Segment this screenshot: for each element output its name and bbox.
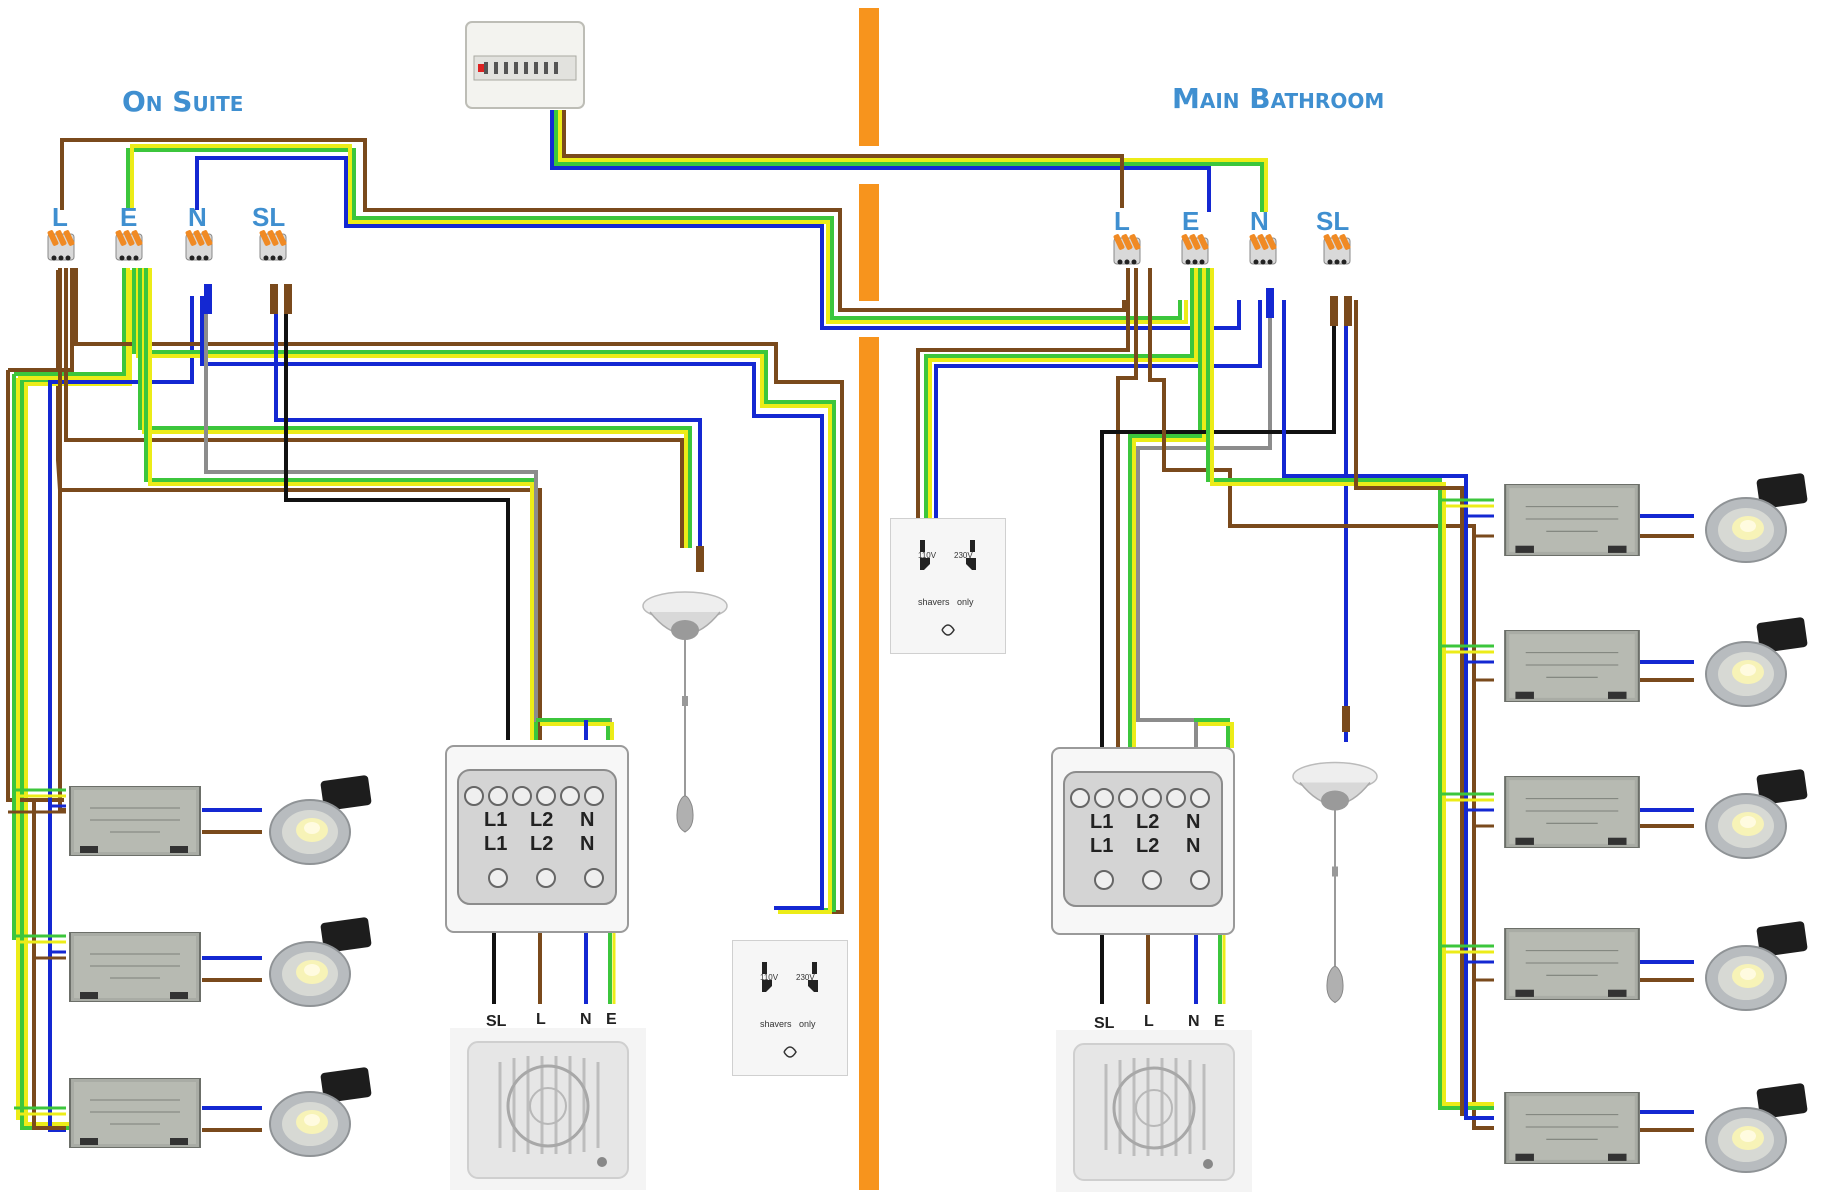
downlight-icon [269, 915, 373, 1007]
shaver-voltage-230: 230V [954, 551, 973, 560]
terminal-label-l: L [1114, 206, 1130, 236]
pull-cord-switch-icon [1291, 761, 1379, 1004]
right-fan-terminal-labels: SL L N E [1094, 1013, 1225, 1032]
led-driver-icon [68, 786, 202, 856]
extractor-fan-icon [450, 1028, 646, 1190]
shaver-label: shavers only [918, 597, 974, 607]
downlight-icon [1705, 615, 1809, 707]
fan-label-n: N [1188, 1013, 1200, 1030]
led-driver-icon [68, 932, 202, 1002]
switch-label-l2-top: L2 [1136, 811, 1159, 833]
led-driver-icon [68, 1078, 202, 1148]
downlight-icon [269, 1065, 373, 1157]
right-downlights [1504, 471, 1809, 1173]
fan-label-l: L [536, 1011, 546, 1028]
left-terminal-block: L E N SL [46, 202, 288, 261]
switch-label-n-top: N [1186, 811, 1200, 833]
switch-label-l2-top: L2 [530, 809, 553, 831]
cable-sleeves [204, 284, 1352, 732]
downlight-icon [1705, 471, 1809, 563]
left-fan-terminal-labels: SL L N E [486, 1011, 617, 1030]
terminal-label-l: L [52, 202, 68, 232]
wago-connector-icon [1112, 232, 1142, 265]
right-shaver-socket: 110V 230V shavers only [890, 518, 1006, 654]
pull-cord-switch-icon [642, 591, 728, 833]
shaver-socket-icon [732, 940, 848, 1076]
switch-label-n-mid: N [580, 833, 594, 855]
fan-label-e: E [606, 1011, 617, 1028]
led-driver-icon [1504, 776, 1640, 848]
right-terminal-block: L E N SL [1112, 206, 1352, 265]
wago-connector-icon [1322, 232, 1352, 265]
terminal-label-sl: SL [1316, 206, 1349, 236]
switch-label-l1-top: L1 [1090, 811, 1113, 833]
terminal-label-sl: SL [252, 202, 285, 232]
left-fan-isolator: L1 L2 N L1 L2 N [445, 745, 629, 933]
right-fan-isolator: L1 L2 N L1 L2 N [1051, 747, 1235, 935]
downlight-icon [269, 773, 373, 865]
left-shaver-socket: 110V 230V shavers only [732, 940, 848, 1076]
terminal-label-e: E [1182, 206, 1199, 236]
wago-connector-icon [1248, 232, 1278, 265]
left-section-title: On Suite [122, 85, 243, 118]
led-driver-icon [1504, 484, 1640, 556]
switch-label-l1-mid: L1 [1090, 835, 1113, 857]
led-driver-icon [1504, 928, 1640, 1000]
shaver-voltage-110: 110V [918, 551, 937, 560]
section-divider [859, 8, 879, 1190]
fan-label-e: E [1214, 1013, 1225, 1030]
shaver-label: shavers only [760, 1019, 816, 1029]
switch-label-l2-mid: L2 [1136, 835, 1159, 857]
switch-label-l1-mid: L1 [484, 833, 507, 855]
wago-connector-icon [184, 228, 214, 261]
wago-connector-icon [1180, 232, 1210, 265]
wago-connector-icon [114, 228, 144, 261]
switch-label-l1-top: L1 [484, 809, 507, 831]
shaver-voltage-110: 110V [760, 973, 779, 982]
terminal-label-e: E [120, 202, 137, 232]
shaver-voltage-230: 230V [796, 973, 815, 982]
led-driver-icon [1504, 630, 1640, 702]
fan-label-n: N [580, 1011, 592, 1028]
terminal-label-n: N [188, 202, 207, 232]
switch-label-l2-mid: L2 [530, 833, 553, 855]
fan-label-l: L [1144, 1013, 1154, 1030]
wago-connector-icon [46, 228, 76, 261]
downlight-icon [1705, 1081, 1809, 1173]
right-section-title: Main Bathroom [1172, 82, 1384, 115]
terminal-label-n: N [1250, 206, 1269, 236]
fan-label-sl: SL [1094, 1015, 1115, 1032]
consumer-unit-icon [465, 21, 585, 109]
extractor-fan-icon [1056, 1030, 1252, 1192]
downlight-icon [1705, 767, 1809, 859]
downlight-icon [1705, 919, 1809, 1011]
led-driver-icon [1504, 1092, 1640, 1164]
wago-connector-icon [258, 228, 288, 261]
shaver-socket-icon [890, 518, 1006, 654]
switch-label-n-mid: N [1186, 835, 1200, 857]
fan-label-sl: SL [486, 1013, 507, 1030]
switch-label-n-top: N [580, 809, 594, 831]
wiring [6, 110, 1694, 1132]
